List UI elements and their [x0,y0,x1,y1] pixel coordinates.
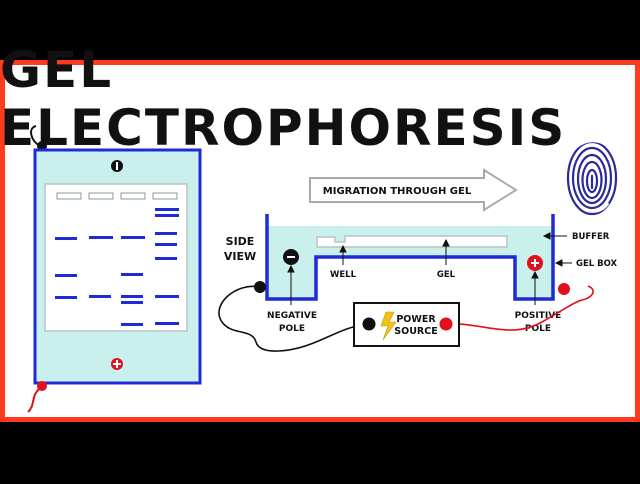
well [152,192,178,200]
power-source-label-1: POWER [396,314,436,325]
band [155,243,177,246]
gel-label: GEL [437,270,456,280]
positive-wire [446,285,594,331]
power-source-label-2: SOURCE [394,326,437,337]
side-view-gel-box [265,214,555,301]
band [121,295,143,298]
fingerprint-icon [566,140,618,216]
well [88,192,114,200]
band [155,208,179,211]
negative-clip [254,281,266,293]
band [155,232,177,235]
side-view-label-2: VIEW [224,250,256,263]
band [121,236,145,239]
positive-pole-label-2: POLE [525,324,551,334]
band [155,214,179,217]
well [56,192,82,200]
page-title: GEL ELECTROPHORESIS [0,41,567,157]
dna-bands [55,208,179,326]
bottom-red-clip [37,381,47,391]
migration-label: MIGRATION THROUGH GEL [323,186,472,197]
positive-pole-label-1: POSITIVE [515,311,562,321]
side-view-gel [316,235,508,248]
negative-wire [218,285,371,352]
lightning-bolt-icon [380,311,397,341]
band [55,296,77,299]
band [155,257,177,260]
band [121,323,143,326]
band [89,295,111,298]
positive-clip [558,283,570,295]
well-label: WELL [330,270,357,280]
band [155,322,179,325]
buffer-label: BUFFER [572,232,610,242]
migration-arrow-icon [309,168,518,212]
band [155,295,179,298]
power-positive-terminal [439,317,453,331]
band [121,273,143,276]
band [55,237,77,240]
side-view-label-1: SIDE [226,235,255,248]
gel-box-label: GEL BOX [576,259,618,269]
negative-pole-label-1: NEGATIVE [267,311,317,321]
negative-pole-label-2: POLE [279,324,305,334]
power-negative-terminal [362,317,376,331]
band [121,301,143,304]
band [55,274,77,277]
band [89,236,113,239]
well [120,192,146,200]
